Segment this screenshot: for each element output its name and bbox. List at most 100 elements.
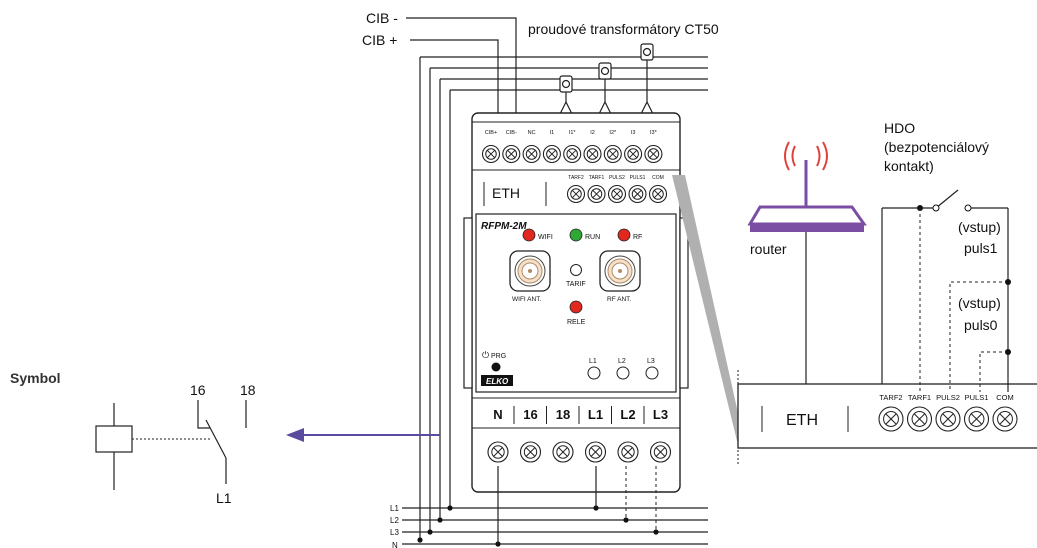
top-terminal-label-5: I2 xyxy=(590,130,595,136)
rf-ant-label: RF ANT. xyxy=(607,296,631,303)
top-terminal-screw xyxy=(522,144,541,164)
ct-label: proudové transformátory CT50 xyxy=(528,21,719,37)
hdo-contact xyxy=(881,189,1009,392)
ct-3 xyxy=(636,43,658,123)
mid-terminal-screws xyxy=(566,184,668,204)
led-tarif-label: TARIF xyxy=(566,281,586,288)
relay-symbol xyxy=(95,400,247,490)
bottom-terminal-screw xyxy=(617,441,639,463)
bus-label-l1: L1 xyxy=(390,504,399,513)
bottom-terminal-label-3: L1 xyxy=(588,407,603,422)
top-terminal-screw xyxy=(563,144,582,164)
top-terminal-label-7: I3 xyxy=(631,130,636,136)
led-rf-label: RF xyxy=(633,234,642,241)
bottom-terminal-labels: N 16 18 L1 L2 L3 xyxy=(493,406,668,424)
led-rele xyxy=(569,300,583,314)
bus-label-l2: L2 xyxy=(390,516,399,525)
zoom-terminal-label-4: COM xyxy=(996,393,1014,402)
bottom-terminal-label-5: L3 xyxy=(653,407,668,422)
zoom-terminal-screw xyxy=(935,406,961,432)
arrow-to-symbol xyxy=(286,428,440,442)
bus-label-l3: L3 xyxy=(390,528,399,537)
top-terminal-label-8: I3* xyxy=(650,130,658,136)
led-run xyxy=(569,228,583,242)
bottom-connections-dashed xyxy=(625,466,657,532)
zoom-eth-label: ETH xyxy=(786,412,818,429)
l2-indicator xyxy=(616,366,630,380)
puls0-node xyxy=(1005,349,1011,355)
top-terminal-label-3: I1 xyxy=(550,130,555,136)
bottom-terminal-label-1: 16 xyxy=(523,407,537,422)
mid-terminal-screw xyxy=(587,184,606,204)
bottom-terminal-screws xyxy=(487,441,672,463)
led-rele-label: RELE xyxy=(567,319,586,326)
phase-wires-top xyxy=(419,56,708,540)
mid-terminal-screw xyxy=(607,184,627,204)
zoom-terminal-label-2: PULS2 xyxy=(936,393,960,402)
device-eth-label: ETH xyxy=(492,185,520,201)
hdo-contact-node-3 xyxy=(964,204,972,212)
router xyxy=(747,141,867,384)
hdo-contact-node-2 xyxy=(932,204,940,212)
zoom-terminal-label-0: TARF2 xyxy=(879,393,902,402)
mid-terminal-label-4: COM xyxy=(652,175,664,181)
hdo-label-1: HDO xyxy=(884,120,915,136)
symbol-l1-label: L1 xyxy=(216,490,232,506)
bottom-connections xyxy=(497,466,597,544)
router-label: router xyxy=(750,241,787,257)
rf-antenna-connector xyxy=(599,250,641,292)
junction-dots xyxy=(417,505,659,547)
wifi-ant-label: WIFI ANT. xyxy=(512,296,541,303)
led-run-label: RUN xyxy=(585,234,600,241)
puls1-node xyxy=(1005,279,1011,285)
bottom-terminal-screw xyxy=(552,441,574,463)
bus-lines xyxy=(402,507,708,545)
zoom-terminal-screw xyxy=(878,406,904,432)
prg-button[interactable] xyxy=(491,362,501,372)
mid-terminal-screw xyxy=(566,184,586,204)
mid-terminal-screw xyxy=(628,184,647,204)
cib-plus-label: CIB + xyxy=(362,32,397,48)
bottom-terminal-label-2: 18 xyxy=(556,407,570,422)
bottom-terminal-label-0: N xyxy=(493,407,502,422)
prg-label: PRG xyxy=(491,353,506,360)
top-terminal-screw xyxy=(624,144,643,164)
symbol-heading: Symbol xyxy=(10,370,61,386)
l1-indicator xyxy=(587,366,601,380)
bottom-terminal-screw xyxy=(487,441,509,463)
brand-logo-text: ELKO xyxy=(486,377,509,386)
top-terminal-screw xyxy=(481,144,501,164)
mid-terminal-screw xyxy=(648,184,668,204)
top-terminal-screw xyxy=(644,144,663,164)
top-terminal-label-1: CIB- xyxy=(506,130,517,136)
power-icon: ⏻ xyxy=(482,350,489,360)
vstup1-label: (vstup) xyxy=(958,219,1001,235)
top-terminal-label-0: CIB+ xyxy=(485,130,497,136)
zoom-terminal-screw xyxy=(963,406,990,432)
l3-indicator xyxy=(645,366,659,380)
top-terminal-screw xyxy=(502,144,521,164)
symbol-16-label: 16 xyxy=(190,382,206,398)
current-transformers xyxy=(555,43,658,123)
bottom-terminal-screw xyxy=(584,441,607,463)
top-terminal-label-2: NC xyxy=(528,130,536,136)
l2-indicator-label: L2 xyxy=(618,358,626,365)
mid-terminal-label-1: TARF1 xyxy=(589,175,605,181)
hdo-label-2: (bezpotenciálový xyxy=(884,139,989,155)
zoom-terminal-screws xyxy=(878,406,1018,432)
zoom-terminal-screw xyxy=(992,406,1018,432)
mid-terminal-label-3: PULS1 xyxy=(630,175,646,181)
cib-wires xyxy=(406,17,517,122)
led-tarif xyxy=(570,264,582,276)
puls0-label: puls0 xyxy=(964,317,998,333)
bottom-terminal-label-4: L2 xyxy=(620,407,635,422)
bus-label-n: N xyxy=(392,541,398,548)
vstup0-label: (vstup) xyxy=(958,295,1001,311)
zoom-terminal-label-1: TARF1 xyxy=(908,393,931,402)
